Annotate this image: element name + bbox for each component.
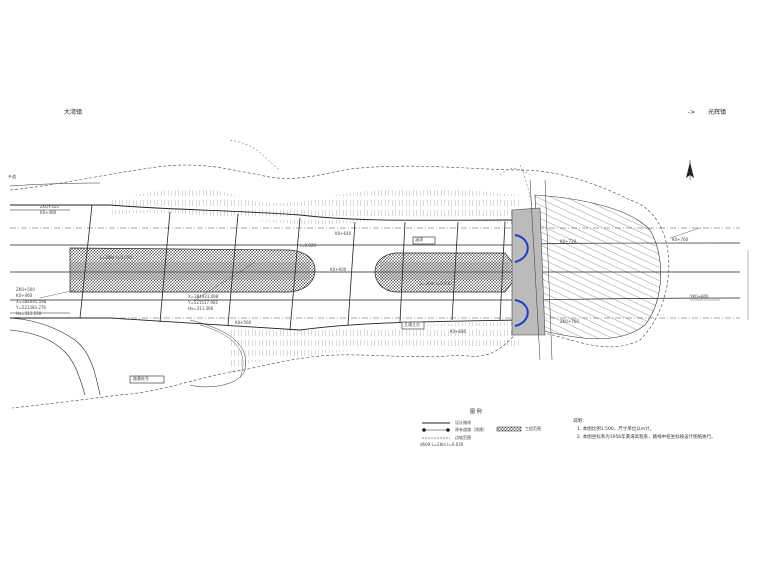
station-text: L=28m I=0.030 [100, 255, 132, 260]
station-text-right: L=26m I=0.030 [420, 281, 452, 286]
notes-line-0: 1. 本图比例1:500，尺寸单位以m计。 [577, 427, 655, 432]
median-band-right [374, 252, 521, 293]
box-label-2-text: 涵洞 [415, 237, 423, 242]
right-label-3: YK0+800 [690, 294, 709, 299]
center-label-0: K0+560 [235, 320, 252, 325]
bottom-slope-band [230, 322, 520, 374]
right-label-1: K0+760 [672, 237, 689, 242]
left-label-6: Hx=311.150 [16, 311, 42, 316]
box-label-3-text: 互通立交 [404, 322, 420, 327]
legend-title: 图 例 [470, 409, 482, 415]
label-box-3 [401, 321, 425, 330]
culvert-arc-bottom [514, 299, 529, 327]
legend-item-3: 边坡范围 [455, 435, 471, 440]
notes-heading: 说明： [573, 419, 587, 424]
left-label-1: K0+460 [16, 293, 33, 298]
right-label-2: ZK0+760 [560, 319, 579, 324]
notes-line-1: 2. 本图坐标系为1956年黄海高程系，路线中桩坐标按设计图纸执行。 [577, 435, 716, 440]
center-label-2: K0+640 [335, 231, 352, 236]
slope-text: i=0.020 [300, 243, 316, 248]
label-box-2 [412, 236, 436, 245]
interchange-slope-area [534, 194, 661, 339]
left-label-3: K0+480 [40, 210, 57, 215]
left-destination-label: 大湾镇 [64, 109, 83, 116]
center-label-1: K0+600 [330, 267, 347, 272]
legend-item-0: 设计路线 [455, 420, 471, 425]
center-label-3: K0+680 [450, 329, 467, 334]
side-road-left [9, 317, 101, 396]
legend-item-1: 原有道路（改建） [455, 427, 487, 432]
right-destination-label: 光辉镇 [708, 109, 727, 116]
culvert-arc-top [514, 234, 529, 263]
top-slope-band [110, 188, 520, 225]
center-label-6: Hx=311.366 [188, 306, 214, 311]
right-arrow-label: -> [688, 109, 696, 116]
left-label-4: X=384695.598 [16, 299, 47, 304]
legend-symbols [422, 422, 522, 439]
left-label-2: ZK0+520 [40, 204, 59, 209]
abutment-gray [511, 207, 546, 336]
right-label-0: K0+720 [560, 239, 577, 244]
box-label-1-text: 路基桩号 [133, 376, 149, 381]
legend-footnote: d600 L=28m I=0.030 [420, 442, 464, 447]
center-label-4: X=384931.498 [188, 294, 219, 299]
left-label-0: ZK0+500 [16, 287, 35, 292]
median-band-left [69, 247, 316, 293]
side-road-label: 乡道 [8, 174, 16, 179]
center-label-5: Y=521517.902 [188, 300, 218, 305]
station-lines [79, 204, 506, 331]
legend-item-2: 工程范围 [525, 426, 541, 431]
north-arrow-icon [686, 160, 694, 180]
left-label-5: Y=521383.276 [16, 305, 46, 310]
label-box-1 [129, 375, 165, 384]
